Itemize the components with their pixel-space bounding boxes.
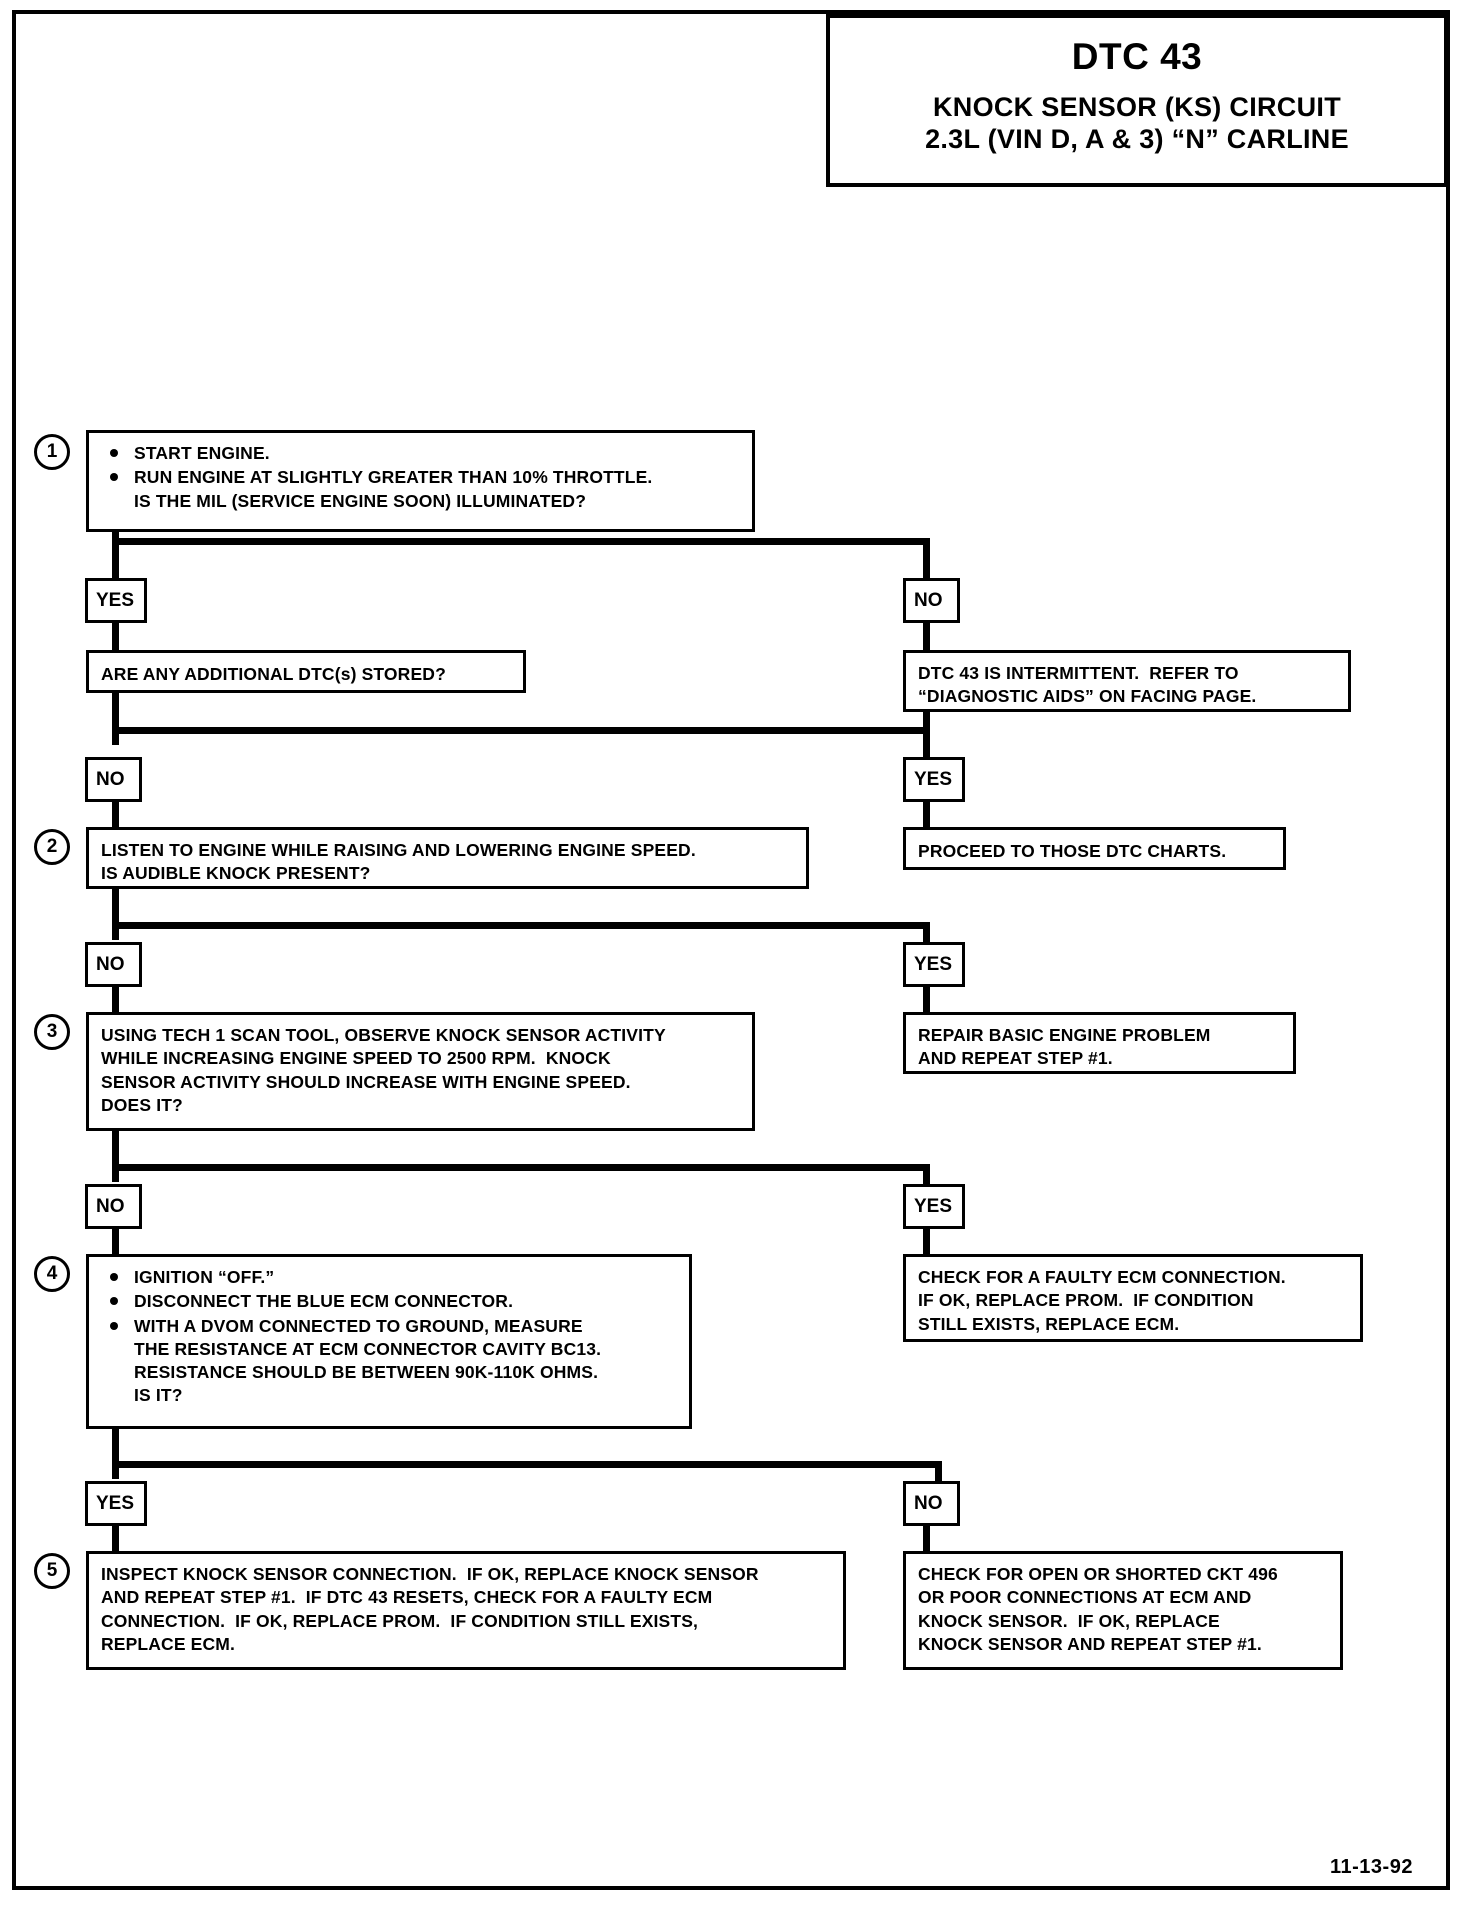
connector-vertical [112,693,119,745]
connector-vertical [923,620,930,654]
step-4-bullet-1: IGNITION “OFF.” [134,1267,275,1287]
connector-vertical [923,712,930,767]
step-5-no-result-line-3: KNOCK SENSOR. IF OK, REPLACE [918,1610,1220,1631]
step-1-no-result-line-1: DTC 43 IS INTERMITTENT. REFER TO [918,663,1239,683]
step-5-no-result-line-2: OR POOR CONNECTIONS AT ECM AND [918,1587,1252,1608]
connector-vertical [923,1523,930,1555]
step-2-yes-result-text: PROCEED TO THOSE DTC CHARTS. [918,841,1227,861]
branch-yes-step-1[interactable]: YES [85,578,147,623]
step-1-no-result-box: DTC 43 IS INTERMITTENT. REFER TO “DIAGNO… [903,650,1351,712]
step-4-yes-result-line-2: IF OK, REPLACE PROM. IF CONDITION [918,1290,1254,1311]
bullet-icon [110,1273,118,1281]
page-border [12,10,1450,1890]
list-item: IGNITION “OFF.” [101,1266,679,1289]
bullet-icon [110,449,118,457]
connector-vertical [112,620,119,654]
connector-vertical [112,1226,119,1258]
step-number-3: 3 [34,1014,70,1050]
connector-horizontal [112,538,930,545]
step-3-yes-result-line-1: REPAIR BASIC ENGINE PROBLEM [918,1025,1211,1045]
connector-vertical [923,984,930,1016]
connector-horizontal [112,1164,930,1171]
branch-no-step-2[interactable]: NO [85,942,142,987]
step-2-box: LISTEN TO ENGINE WHILE RAISING AND LOWER… [86,827,809,889]
connector-vertical [112,1130,119,1182]
chart-subtitle: 2.3L (VIN D, A & 3) “N” CARLINE [925,123,1349,154]
connector-vertical [112,984,119,1016]
step-4-bullet-3: WITH A DVOM CONNECTED TO GROUND, MEASURE [134,1315,583,1336]
step-5-line-4: REPLACE ECM. [101,1633,236,1654]
branch-no-step-1[interactable]: NO [903,578,960,623]
step-3-yes-result-line-2: AND REPEAT STEP #1. [918,1048,1113,1069]
bullet-icon [110,473,118,482]
branch-yes-step-1b[interactable]: YES [903,757,965,802]
bullet-icon [110,1321,118,1330]
step-number-1: 1 [34,434,70,470]
step-number-5: 5 [34,1553,70,1589]
connector-vertical [923,799,930,833]
step-4-yes-result-line-3: STILL EXISTS, REPLACE ECM. [918,1313,1180,1334]
step-2-line-1: LISTEN TO ENGINE WHILE RAISING AND LOWER… [101,840,696,860]
connector-vertical [923,538,930,584]
step-1-bullet-1: START ENGINE. [134,443,270,463]
connector-horizontal [112,922,930,929]
step-3-box: USING TECH 1 SCAN TOOL, OBSERVE KNOCK SE… [86,1012,755,1131]
step-5-no-result-line-1: CHECK FOR OPEN OR SHORTED CKT 496 [918,1564,1278,1584]
dtc-code: DTC 43 [1071,36,1203,77]
connector-vertical [935,1461,942,1491]
branch-yes-step-2[interactable]: YES [903,942,965,987]
step-2-yes-result-box: PROCEED TO THOSE DTC CHARTS. [903,827,1286,870]
connector-vertical [112,1427,119,1479]
step-4-yes-result-line-1: CHECK FOR A FAULTY ECM CONNECTION. [918,1267,1286,1287]
step-3-line-3: SENSOR ACTIVITY SHOULD INCREASE WITH ENG… [101,1071,631,1092]
step-1-question: IS THE MIL (SERVICE ENGINE SOON) ILLUMIN… [134,490,587,511]
list-item: WITH A DVOM CONNECTED TO GROUND, MEASURE… [101,1315,679,1408]
step-4-cont-1: THE RESISTANCE AT ECM CONNECTOR CAVITY B… [134,1338,602,1359]
step-1-bullet-2: RUN ENGINE AT SLIGHTLY GREATER THAN 10% … [134,467,653,488]
step-4-bullet-2: DISCONNECT THE BLUE ECM CONNECTOR. [134,1291,514,1312]
connector-vertical [923,1226,930,1258]
date-stamp: 11-13-92 [1330,1856,1413,1878]
branch-yes-step-4[interactable]: YES [85,1481,147,1526]
branch-no-step-4[interactable]: NO [903,1481,960,1526]
step-1-yes-result-text: ARE ANY ADDITIONAL DTC(s) STORED? [101,664,446,684]
step-5-no-result-box: CHECK FOR OPEN OR SHORTED CKT 496 OR POO… [903,1551,1343,1670]
chart-title: KNOCK SENSOR (KS) CIRCUIT [932,92,1341,122]
connector-horizontal [112,1461,942,1468]
step-3-line-1: USING TECH 1 SCAN TOOL, OBSERVE KNOCK SE… [101,1025,666,1045]
step-4-cont-2: RESISTANCE SHOULD BE BETWEEN 90K-110K OH… [134,1362,599,1383]
connector-vertical [112,532,119,594]
step-number-2: 2 [34,829,70,865]
bullet-icon [110,1297,118,1306]
step-2-question: IS AUDIBLE KNOCK PRESENT? [101,863,371,884]
connector-vertical [112,888,119,940]
step-5-box: INSPECT KNOCK SENSOR CONNECTION. IF OK, … [86,1551,846,1670]
branch-no-step-3[interactable]: NO [85,1184,142,1229]
chart-header: DTC 43 KNOCK SENSOR (KS) CIRCUIT 2.3L (V… [826,14,1448,187]
step-3-question: DOES IT? [101,1094,183,1115]
step-5-line-3: CONNECTION. IF OK, REPLACE PROM. IF COND… [101,1610,699,1631]
step-1-box: START ENGINE. RUN ENGINE AT SLIGHTLY GRE… [86,430,755,532]
step-1-yes-result-box: ARE ANY ADDITIONAL DTC(s) STORED? [86,650,526,693]
connector-horizontal [112,727,930,734]
step-3-line-2: WHILE INCREASING ENGINE SPEED TO 2500 RP… [101,1048,611,1069]
step-5-line-2: AND REPEAT STEP #1. IF DTC 43 RESETS, CH… [101,1587,713,1608]
step-1-no-result-line-2: “DIAGNOSTIC AIDS” ON FACING PAGE. [918,686,1257,707]
list-item: RUN ENGINE AT SLIGHTLY GREATER THAN 10% … [101,466,742,513]
list-item: DISCONNECT THE BLUE ECM CONNECTOR. [101,1290,679,1313]
list-item: START ENGINE. [101,442,742,465]
step-number-4: 4 [34,1256,70,1292]
branch-yes-step-3[interactable]: YES [903,1184,965,1229]
connector-vertical [923,1164,930,1194]
step-4-question: IS IT? [134,1385,183,1406]
connector-vertical [923,922,930,952]
step-5-line-1: INSPECT KNOCK SENSOR CONNECTION. IF OK, … [101,1564,759,1584]
step-5-no-result-line-4: KNOCK SENSOR AND REPEAT STEP #1. [918,1633,1262,1654]
step-4-box: IGNITION “OFF.” DISCONNECT THE BLUE ECM … [86,1254,692,1429]
connector-vertical [112,799,119,833]
step-4-yes-result-box: CHECK FOR A FAULTY ECM CONNECTION. IF OK… [903,1254,1363,1342]
connector-vertical [112,1523,119,1555]
step-3-yes-result-box: REPAIR BASIC ENGINE PROBLEM AND REPEAT S… [903,1012,1296,1074]
branch-no-step-1b[interactable]: NO [85,757,142,802]
